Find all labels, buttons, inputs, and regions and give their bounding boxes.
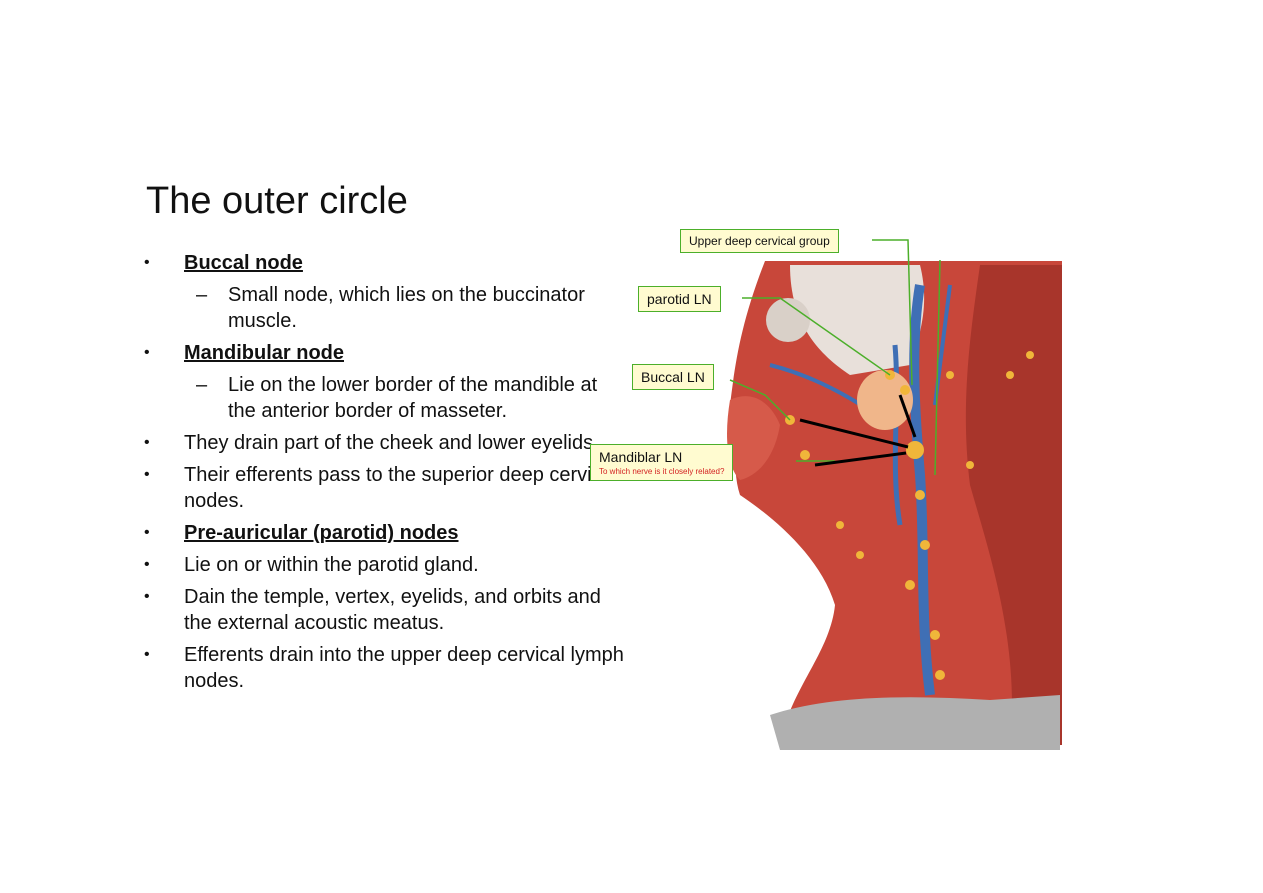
bullet-heading-buccal: Buccal node bbox=[184, 252, 303, 274]
bullet-symbol: • bbox=[144, 588, 150, 605]
bullet-item: • Efferents drain into the upper deep ce… bbox=[140, 642, 630, 694]
sub-bullet-text: Small node, which lies on the buccinator… bbox=[228, 284, 585, 332]
anatomy-figure: Upper deep cervical group parotid LN Buc… bbox=[590, 225, 1070, 755]
bullet-text: Lie on or within the parotid gland. bbox=[184, 554, 479, 576]
bullet-item: • Lie on or within the parotid gland. bbox=[140, 552, 630, 578]
sub-bullet-text: Lie on the lower border of the mandible … bbox=[228, 374, 598, 422]
sub-bullet-item: – Small node, which lies on the buccinat… bbox=[140, 282, 630, 334]
bullet-symbol: • bbox=[144, 254, 150, 271]
bullet-item: • They drain part of the cheek and lower… bbox=[140, 430, 630, 456]
bullet-symbol: • bbox=[144, 344, 150, 361]
dash-symbol: – bbox=[196, 374, 208, 396]
sub-bullet-item: – Lie on the lower border of the mandibl… bbox=[140, 372, 630, 424]
head-neck-lymph-illustration bbox=[727, 239, 1062, 750]
label-mandibular-note: To which nerve is it closely related? bbox=[599, 467, 725, 476]
bullet-symbol: • bbox=[144, 434, 150, 451]
label-mandibular-ln: Mandiblar LN To which nerve is it closel… bbox=[590, 444, 734, 481]
bullet-symbol: • bbox=[144, 646, 150, 663]
bullet-text: Their efferents pass to the superior dee… bbox=[184, 464, 618, 512]
bullet-item: • Mandibular node bbox=[140, 340, 630, 366]
bullet-heading-mandibular: Mandibular node bbox=[184, 342, 344, 364]
bullet-item: • Dain the temple, vertex, eyelids, and … bbox=[140, 584, 630, 636]
label-upper-deep-cervical: Upper deep cervical group bbox=[680, 229, 839, 253]
label-mandibular-text: Mandiblar LN bbox=[599, 449, 683, 465]
slide-title: The outer circle bbox=[146, 180, 408, 222]
bullet-symbol: • bbox=[144, 524, 150, 541]
bullet-text: Efferents drain into the upper deep cerv… bbox=[184, 644, 624, 692]
bullet-symbol: • bbox=[144, 466, 150, 483]
label-parotid-ln: parotid LN bbox=[638, 286, 721, 312]
bullet-item: • Buccal node bbox=[140, 250, 630, 276]
dash-symbol: – bbox=[196, 284, 208, 306]
bullet-item: • Their efferents pass to the superior d… bbox=[140, 462, 630, 514]
bullet-text: Dain the temple, vertex, eyelids, and or… bbox=[184, 586, 601, 634]
bullet-list: • Buccal node – Small node, which lies o… bbox=[140, 250, 630, 700]
bullet-item: • Pre-auricular (parotid) nodes bbox=[140, 520, 630, 546]
label-buccal-ln: Buccal LN bbox=[632, 364, 714, 390]
bullet-heading-parotid: Pre-auricular (parotid) nodes bbox=[184, 522, 459, 544]
bullet-symbol: • bbox=[144, 556, 150, 573]
bullet-text: They drain part of the cheek and lower e… bbox=[184, 432, 599, 454]
